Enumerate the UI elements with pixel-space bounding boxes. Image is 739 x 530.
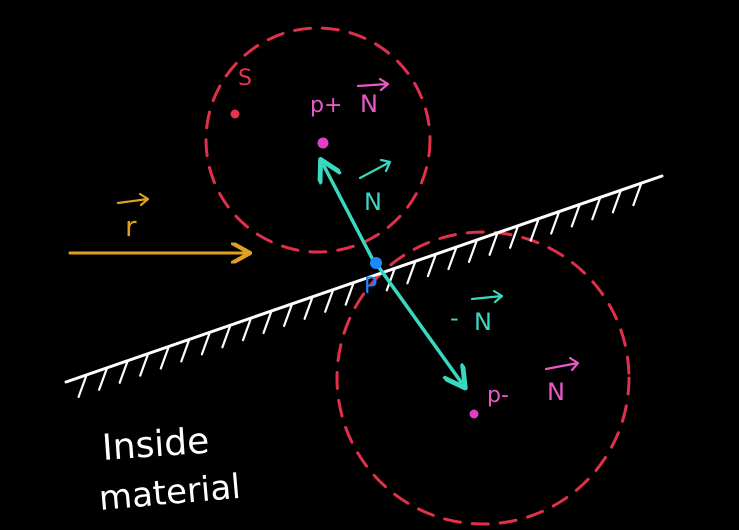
- vector-arrow-icon: [358, 158, 392, 180]
- hatch-mark: [591, 196, 602, 221]
- label-minus-n-prefix: -: [450, 304, 459, 332]
- negative-normal-arrow: [376, 264, 461, 382]
- point-s: [230, 109, 240, 119]
- hatch-mark: [570, 203, 581, 228]
- hatch-mark: [550, 210, 561, 235]
- hatch-mark: [426, 253, 437, 278]
- vector-arrow-icon: [544, 356, 580, 372]
- vector-arrow-icon: [356, 77, 390, 92]
- hatch-mark: [406, 260, 417, 285]
- hatch-mark: [241, 317, 253, 342]
- label-s: S: [238, 66, 252, 91]
- label-p-minus-n: p- N: [487, 356, 580, 408]
- label-p-minus-n-vec: N: [547, 378, 565, 406]
- label-p-plus-n-vec: N: [360, 90, 378, 118]
- hatch-mark: [447, 245, 458, 271]
- vector-arrow-icon: [116, 192, 150, 207]
- label-minus-n-vec: N: [474, 308, 492, 336]
- surface-hatches: [77, 182, 643, 398]
- hatch-mark: [283, 302, 294, 327]
- hatch-mark: [118, 359, 129, 384]
- point-p-plus-n: [317, 137, 329, 149]
- label-p-minus-n-prefix: p-: [487, 383, 509, 408]
- label-p-plus-n: p+ N: [310, 77, 390, 118]
- label-p: P: [364, 274, 377, 299]
- point-p-minus-n: [469, 409, 479, 419]
- label-minus-n: - N: [450, 289, 504, 336]
- lower-dashed-circle: [335, 230, 631, 526]
- label-n: N: [358, 158, 392, 216]
- hatch-mark: [77, 373, 88, 398]
- hatch-mark: [303, 295, 314, 320]
- hatch-mark: [200, 331, 211, 356]
- hatch-mark: [488, 231, 499, 256]
- label-p-plus-n-prefix: p+: [310, 93, 342, 118]
- inside-label-line2: material: [97, 467, 242, 519]
- hatch-mark: [529, 217, 540, 242]
- normal-arrow: [324, 166, 376, 264]
- hatch-mark: [180, 338, 191, 363]
- upper-dashed-circle: [204, 26, 432, 254]
- hatch-mark: [262, 309, 273, 335]
- hatch-mark: [139, 352, 150, 377]
- hatch-mark: [97, 366, 109, 391]
- hatch-mark: [385, 267, 396, 292]
- hatch-mark: [632, 182, 643, 207]
- label-r: r: [116, 192, 150, 243]
- hatch-mark: [221, 324, 232, 349]
- label-n-vec: N: [364, 188, 382, 216]
- vector-arrow-icon: [470, 289, 504, 304]
- hatch-mark: [344, 281, 355, 306]
- point-p: [370, 257, 382, 269]
- inside-label-line1: Inside: [101, 421, 211, 469]
- hatch-mark: [509, 224, 520, 249]
- surface-line: [64, 174, 664, 384]
- hatch-mark: [467, 238, 479, 263]
- hatch-mark: [159, 345, 170, 370]
- label-r-vec: r: [125, 210, 137, 243]
- hatch-mark: [611, 189, 623, 214]
- hatch-mark: [324, 288, 335, 313]
